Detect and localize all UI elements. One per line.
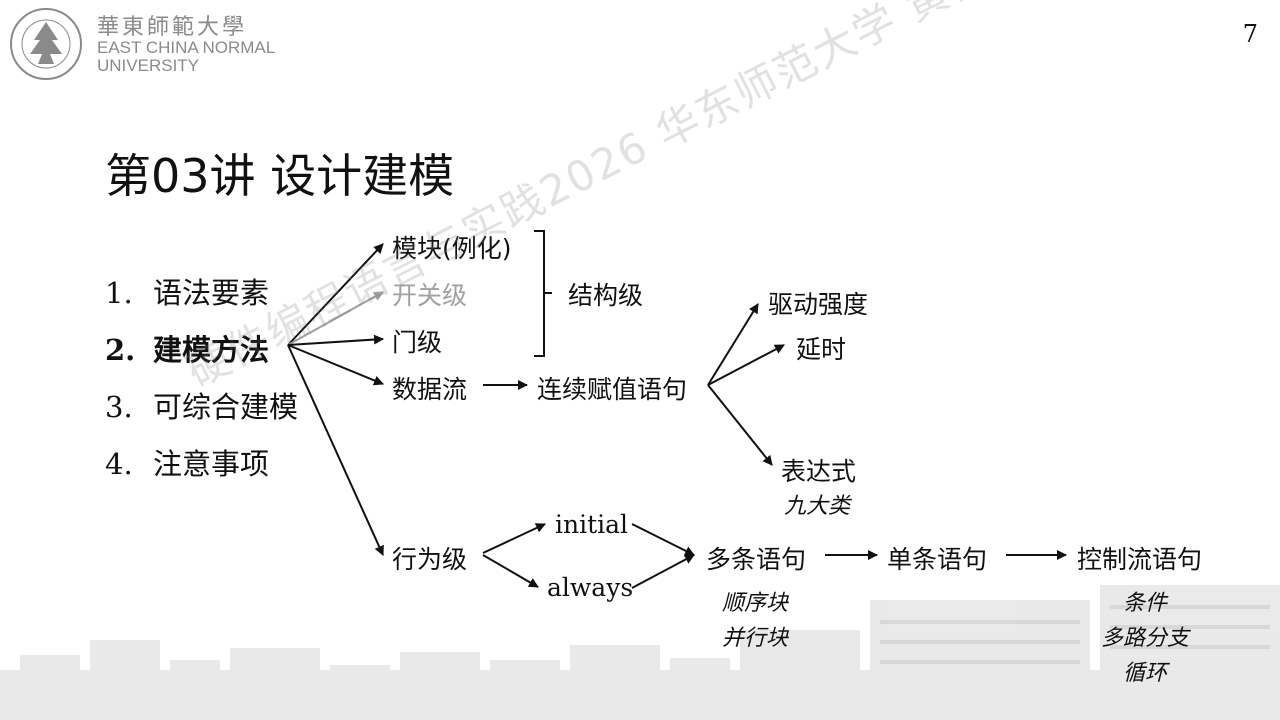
arrow-to-module — [287, 243, 384, 346]
arrow-to-switch — [287, 291, 384, 346]
node-module: 模块(例化) — [392, 234, 512, 263]
agenda-item-label: 建模方法 — [153, 333, 270, 367]
arrow-to-dataflow — [287, 344, 384, 386]
note-condition: 条件 — [1122, 591, 1167, 616]
agenda-item-number: 4. — [105, 447, 133, 481]
page-number: 7 — [1242, 20, 1258, 48]
agenda-item: 4. 注意事项 — [105, 436, 298, 493]
agenda-item-number: 3. — [105, 390, 133, 424]
notes-control-flow: 条件 多路分支 循环 — [1096, 586, 1194, 691]
logo-english-line1: EAST CHINA NORMAL — [97, 38, 276, 57]
node-initial: initial — [555, 510, 629, 539]
agenda-item-number: 1. — [105, 276, 133, 310]
agenda-item-active: 2. 建模方法 — [105, 322, 298, 379]
node-single-statement: 单条语句 — [887, 545, 988, 574]
logo-chinese-name: 華東師範大學 — [97, 15, 248, 40]
node-structural-level: 结构级 — [568, 281, 644, 310]
note-case: 多路分支 — [1100, 626, 1189, 651]
node-gate-level: 门级 — [392, 328, 443, 357]
node-delay: 延时 — [796, 335, 847, 364]
node-multiple-statements: 多条语句 — [706, 545, 807, 574]
logo-english-name: EAST CHINA NORMAL UNIVERSITY — [97, 39, 275, 75]
agenda-item: 1. 语法要素 — [105, 265, 298, 322]
arrow-to-delay — [707, 344, 785, 386]
agenda-item: 3. 可综合建模 — [105, 379, 298, 436]
node-behavioral: 行为级 — [392, 545, 468, 574]
campus-skyline-background — [0, 585, 1280, 720]
node-control-flow: 控制流语句 — [1077, 545, 1203, 574]
agenda-item-number: 2. — [105, 333, 136, 367]
arrow-to-expression — [707, 384, 773, 466]
university-seal-icon — [10, 8, 82, 80]
arrow-to-initial — [482, 523, 546, 554]
notes-multiple-statements: 顺序块 并行块 — [722, 586, 788, 656]
slide-title: 第03讲 设计建模 — [105, 149, 455, 203]
node-continuous-assignment: 连续赋值语句 — [537, 375, 688, 404]
node-drive-strength: 驱动强度 — [768, 290, 869, 319]
arrow-to-always — [482, 554, 539, 588]
arrow-initial-to-multi — [631, 523, 695, 556]
note-loop: 循环 — [1122, 661, 1167, 686]
node-expression: 表达式 — [781, 457, 857, 486]
structural-bracket — [534, 230, 552, 357]
agenda-item-label: 语法要素 — [153, 276, 270, 310]
arrow-to-drive — [707, 303, 759, 386]
node-switch-level: 开关级 — [392, 281, 468, 310]
node-always: always — [547, 573, 634, 602]
arrow-to-gate — [287, 334, 384, 346]
node-dataflow: 数据流 — [392, 375, 468, 404]
agenda-item-label: 可综合建模 — [153, 390, 299, 424]
note-expression: 九大类 — [784, 494, 851, 519]
logo-english-line2: UNIVERSITY — [97, 56, 200, 75]
agenda-list: 1. 语法要素 2. 建模方法 3. 可综合建模 4. 注意事项 — [105, 265, 298, 493]
arrow-to-behavioral — [287, 344, 384, 556]
agenda-item-label: 注意事项 — [153, 447, 270, 481]
arrow-always-to-multi — [631, 554, 695, 589]
note-sequential-block: 顺序块 — [722, 591, 789, 616]
note-parallel-block: 并行块 — [722, 626, 789, 651]
